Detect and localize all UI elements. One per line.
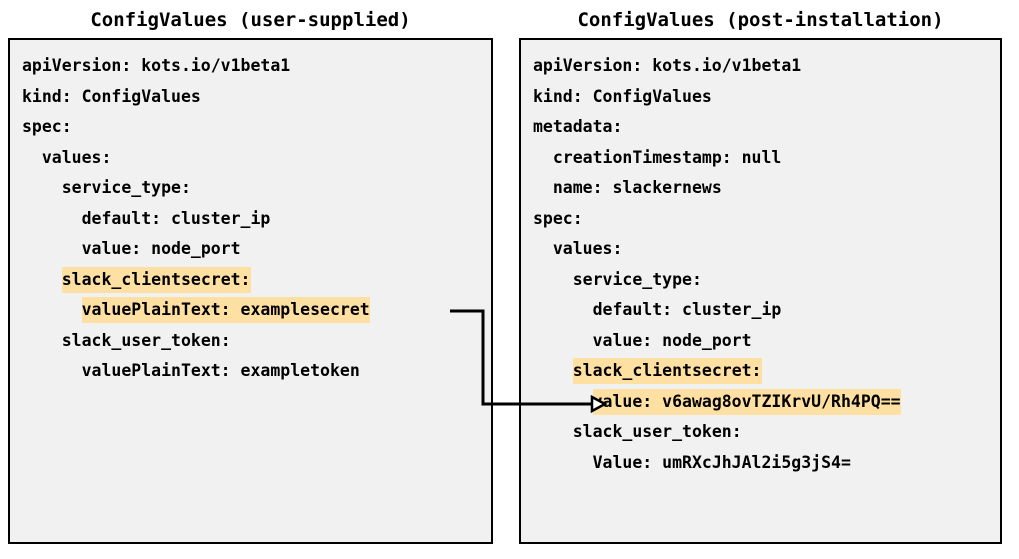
code-text: values: (552, 239, 623, 258)
code-line: values: (22, 143, 491, 174)
code-line: valuePlainText: examplesecret (22, 295, 491, 326)
highlighted-code-text: value: v6awag8ovTZIKrvU/Rh4PQ== (592, 388, 901, 415)
code-indent (533, 392, 593, 411)
code-text: values: (41, 147, 112, 167)
code-text: service_type: (572, 269, 702, 289)
code-indent (22, 331, 62, 350)
code-line: spec: (533, 204, 1000, 235)
code-line: slack_user_token: (22, 326, 491, 357)
code-text: creationTimestamp: null (552, 147, 782, 167)
highlighted-code-text: slack_clientsecret: (61, 266, 251, 293)
code-text: value: node_port (592, 330, 752, 350)
code-indent (22, 148, 42, 167)
code-line: apiVersion: kots.io/v1beta1 (22, 51, 491, 82)
code-line: default: cluster_ip (533, 295, 1000, 326)
right-panel-title: ConfigValues (post-installation) (577, 9, 944, 31)
code-line: slack_user_token: (533, 417, 1000, 448)
code-line: value: node_port (22, 234, 491, 265)
code-indent (533, 270, 573, 289)
code-text: spec: (533, 208, 583, 228)
code-line: values: (533, 234, 1000, 265)
code-indent (22, 178, 62, 197)
code-text: slack_user_token: (572, 422, 742, 441)
code-indent (22, 209, 82, 228)
code-text: apiVersion: kots.io/v1beta1 (533, 56, 802, 75)
code-text: name: slackernews (552, 178, 722, 197)
code-text: kind: ConfigValues (533, 86, 712, 106)
highlighted-code-text: valuePlainText: examplesecret (81, 297, 370, 323)
code-text: value: node_port (81, 239, 241, 258)
code-line: service_type: (22, 173, 491, 204)
code-line: value: v6awag8ovTZIKrvU/Rh4PQ== (533, 387, 1000, 418)
highlighted-code-text: slack_clientsecret: (572, 358, 762, 384)
code-text: default: cluster_ip (81, 208, 271, 228)
right-yaml-code-block: apiVersion: kots.io/v1beta1 kind: ConfigV… (533, 51, 1000, 478)
code-line: valuePlainText: exampletoken (22, 356, 491, 387)
code-text: slack_user_token: (61, 330, 231, 350)
code-line: kind: ConfigValues (533, 82, 1000, 113)
code-line: kind: ConfigValues (22, 82, 491, 113)
code-line: creationTimestamp: null (533, 143, 1000, 174)
right-config-panel: apiVersion: kots.io/v1beta1 kind: ConfigV… (519, 38, 1002, 544)
code-line: name: slackernews (533, 173, 1000, 204)
code-line: slack_clientsecret: (533, 356, 1000, 387)
code-text: metadata: (533, 117, 623, 136)
code-indent (22, 300, 82, 319)
code-text: spec: (22, 117, 72, 136)
code-line: spec: (22, 112, 491, 143)
code-text: service_type: (61, 178, 191, 197)
code-line: slack_clientsecret: (22, 265, 491, 296)
code-indent (22, 239, 82, 258)
code-line: default: cluster_ip (22, 204, 491, 235)
left-panel-title: ConfigValues (user-supplied) (90, 9, 411, 31)
left-config-panel: apiVersion: kots.io/v1beta1 kind: ConfigV… (8, 38, 493, 544)
code-indent (22, 361, 82, 380)
code-text: default: cluster_ip (592, 300, 782, 319)
left-yaml-code-block: apiVersion: kots.io/v1beta1 kind: ConfigV… (22, 51, 491, 387)
code-indent (533, 239, 553, 258)
code-indent (533, 148, 553, 167)
code-line: Value: umRXcJhJAl2i5g3jS4= (533, 448, 1000, 479)
code-indent (533, 178, 553, 197)
code-text: valuePlainText: exampletoken (81, 361, 360, 380)
code-indent (533, 361, 573, 380)
code-indent (533, 331, 593, 350)
code-indent (533, 453, 593, 472)
code-line: value: node_port (533, 326, 1000, 357)
code-indent (22, 270, 62, 289)
code-line: metadata: (533, 112, 1000, 143)
code-text: apiVersion: kots.io/v1beta1 (22, 56, 291, 75)
code-indent (533, 422, 573, 441)
code-text: kind: ConfigValues (22, 86, 201, 106)
code-text: Value: umRXcJhJAl2i5g3jS4= (592, 452, 851, 472)
code-indent (533, 300, 593, 319)
code-line: service_type: (533, 265, 1000, 296)
code-line: apiVersion: kots.io/v1beta1 (533, 51, 1000, 82)
